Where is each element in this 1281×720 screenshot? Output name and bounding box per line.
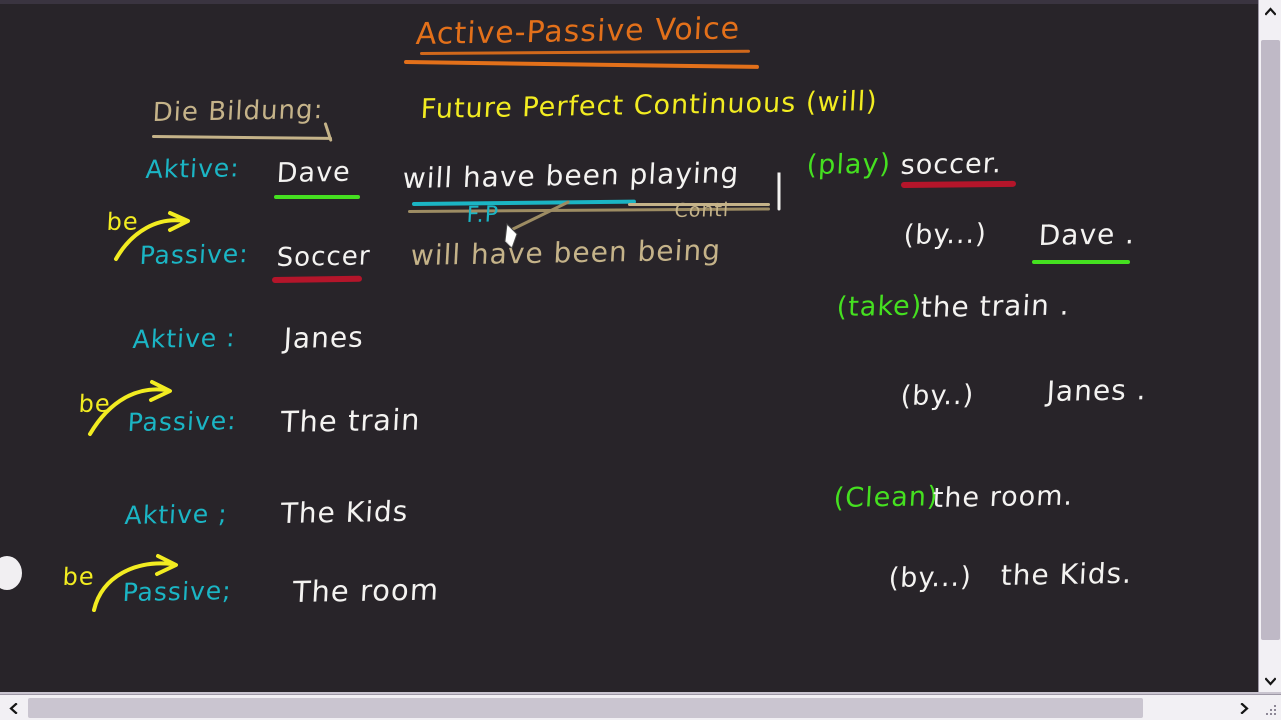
scroll-up-button[interactable] — [1259, 0, 1281, 22]
row1-object: soccer. — [899, 148, 1003, 181]
be-arrow-3-icon — [92, 554, 178, 612]
row1-agent: (by...) — [902, 218, 988, 251]
row1-object-underline — [900, 180, 1017, 188]
section-label-underline — [151, 135, 333, 140]
row1-passive-subject-underline — [271, 275, 363, 283]
row2-aktive-label: Aktive : — [131, 323, 237, 354]
row2-agent: (by..) — [899, 379, 976, 412]
whiteboard-canvas[interactable]: Active-Passive Voice Die Bildung: Future… — [0, 0, 1258, 692]
scroll-right-button[interactable] — [1233, 698, 1255, 718]
row2-active-subject: Janes — [282, 320, 365, 355]
row1-agent-noun-underline — [1032, 260, 1130, 264]
top-edge-strip — [0, 0, 1258, 4]
scroll-left-button[interactable] — [2, 698, 24, 718]
title-underline — [403, 60, 759, 69]
be-arrow-1-icon — [114, 211, 190, 261]
formula-active: will have been playing — [401, 156, 741, 195]
chevron-right-icon — [1239, 702, 1249, 714]
row3-passive-label: Passive; — [121, 576, 233, 607]
chevron-up-icon — [1265, 6, 1276, 16]
row1-verb: (play) — [805, 148, 892, 181]
row3-agent-noun: the Kids. — [999, 556, 1134, 592]
row3-passive-subject: The room — [291, 572, 441, 609]
row1-active-subject: Dave — [275, 156, 352, 189]
formula-passive: will have been being — [409, 233, 722, 272]
conti-underline-short — [628, 203, 770, 206]
horizontal-scrollbar[interactable] — [0, 694, 1281, 720]
row2-object: the train . — [919, 288, 1071, 324]
row1-aktive-label: Aktive: — [144, 153, 241, 184]
fp-tag: F.P — [465, 202, 500, 228]
be-arrow-2-icon — [88, 380, 172, 436]
row3-aktive-label: Aktive ; — [123, 499, 229, 530]
row2-verb: (take) — [835, 290, 924, 323]
horizontal-scrollbar-thumb[interactable] — [28, 698, 1143, 718]
chevron-down-icon — [1265, 676, 1276, 686]
window-resize-grip[interactable] — [1264, 703, 1278, 717]
row3-verb: (Clean) — [832, 481, 940, 514]
vertical-scrollbar-thumb[interactable] — [1261, 40, 1280, 640]
left-edge-oval-marker — [0, 556, 22, 590]
conti-tag: Conti — [673, 199, 730, 222]
row1-passive-subject: Soccer — [275, 241, 372, 273]
section-label-die-bildung: Die Bildung: — [151, 95, 325, 128]
row3-active-subject: The Kids — [279, 494, 410, 530]
row3-object: the room. — [931, 480, 1074, 514]
row2-agent-noun: Janes . — [1045, 373, 1148, 408]
fp-underline — [411, 199, 637, 206]
scroll-down-button[interactable] — [1259, 670, 1281, 692]
tense-heading: Future Perfect Continuous (will) — [419, 86, 879, 125]
row2-passive-label: Passive: — [126, 406, 238, 437]
board-title: Active-Passive Voice — [414, 11, 742, 52]
chevron-left-icon — [8, 702, 18, 714]
row2-passive-subject: The train — [279, 402, 422, 439]
row1-agent-noun: Dave . — [1037, 217, 1137, 252]
vertical-scrollbar[interactable] — [1258, 0, 1281, 692]
conti-bracket — [777, 172, 781, 211]
row3-agent: (by...) — [887, 561, 973, 594]
row1-active-subject-underline — [274, 195, 360, 199]
row1-passive-label: Passive: — [138, 239, 250, 270]
